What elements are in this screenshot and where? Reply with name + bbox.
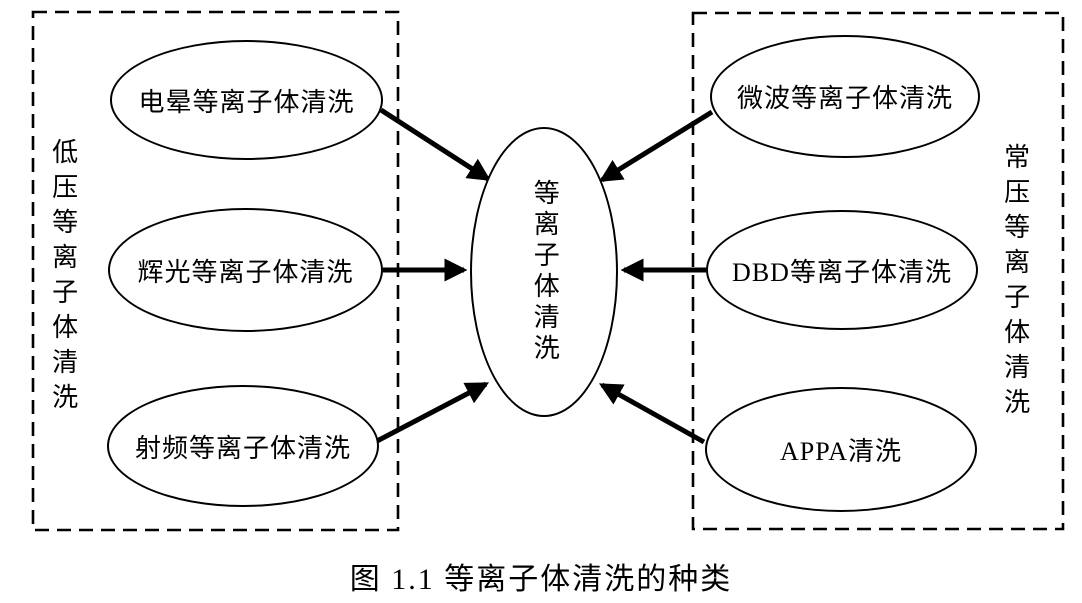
right-group-label: 常压等离子体清洗 <box>1000 143 1030 428</box>
arrow-microwave-to-center <box>599 109 714 183</box>
node-appa: APPA清洗 <box>705 387 977 512</box>
node-rf-plasma-label: 射频等离子体清洗 <box>134 433 351 463</box>
arrow-corona-to-center <box>379 107 491 182</box>
center-node-label: 等离子体清洗 <box>530 179 560 365</box>
node-glow-plasma-label: 辉光等离子体清洗 <box>137 257 354 287</box>
node-glow-plasma: 辉光等离子体清洗 <box>108 208 383 332</box>
left-group-label: 低压等离子体清洗 <box>48 138 78 423</box>
node-microwave-plasma-label: 微波等离子体清洗 <box>736 84 953 113</box>
figure-caption: 图 1.1 等离子体清洗的种类 <box>349 563 733 596</box>
center-node: 等离子体清洗 <box>470 127 618 417</box>
node-rf-plasma: 射频等离子体清洗 <box>107 385 379 507</box>
arrow-appa-to-center <box>598 382 706 445</box>
right-group-label-text: 常压等离子体清洗 <box>1000 143 1030 423</box>
node-dbd-plasma: DBD等离子体清洗 <box>706 210 978 330</box>
left-group-label-text: 低压等离子体清洗 <box>48 138 78 418</box>
node-corona-plasma-label: 电晕等离子体清洗 <box>138 87 355 117</box>
node-dbd-plasma-label: DBD等离子体清洗 <box>732 257 952 287</box>
node-microwave-plasma: 微波等离子体清洗 <box>710 35 980 158</box>
arrow-rf-to-center <box>375 381 490 444</box>
node-appa-label: APPA清洗 <box>779 437 903 466</box>
node-corona-plasma: 电晕等离子体清洗 <box>110 40 383 160</box>
